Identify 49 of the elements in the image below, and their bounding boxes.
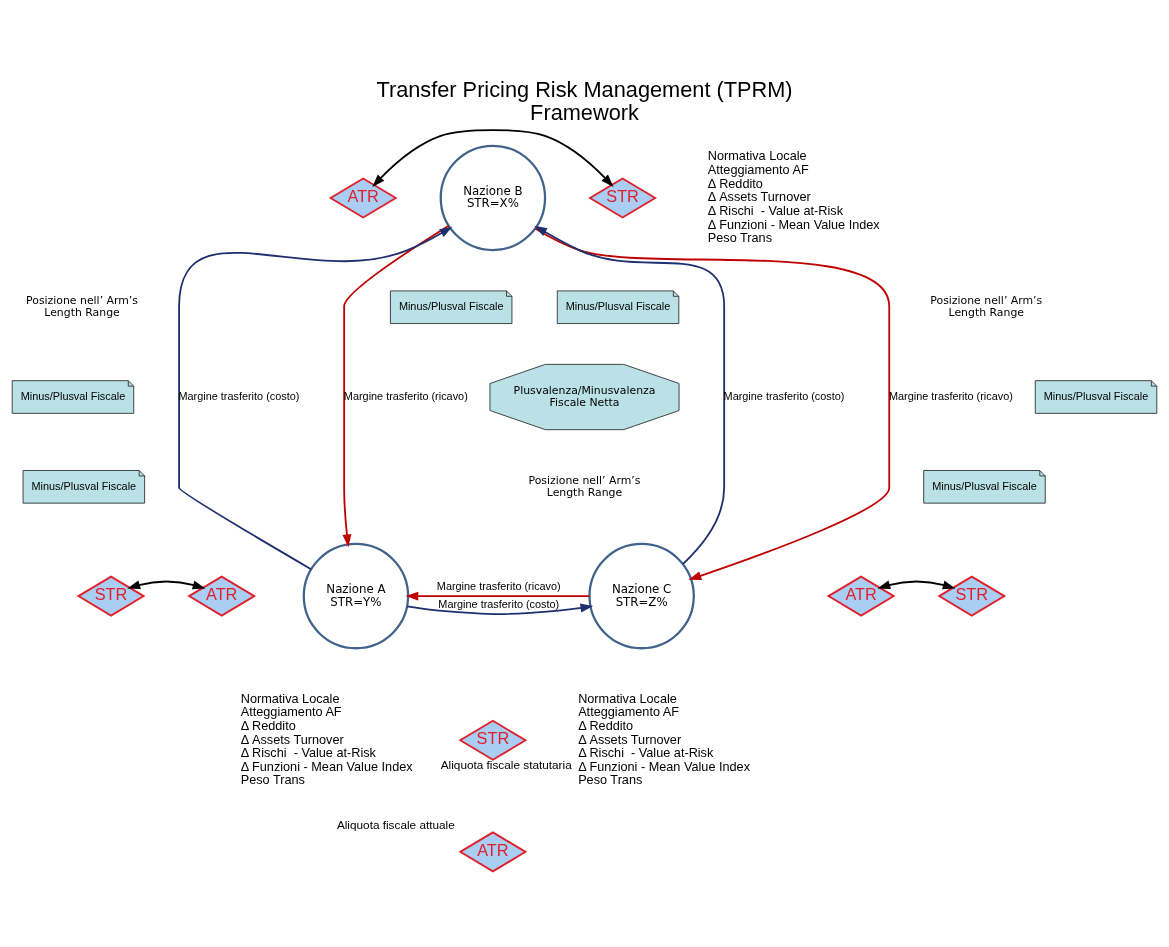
node-label: Normativa Locale bbox=[578, 691, 677, 706]
node-label: Atteggiamento AF bbox=[578, 705, 680, 720]
node-diamond: STR bbox=[76, 575, 146, 617]
node-label: Normativa Locale bbox=[240, 691, 340, 706]
arrow bbox=[406, 603, 594, 615]
node-label: Δ Reddito bbox=[578, 719, 634, 734]
node-label: Δ Reddito bbox=[240, 719, 296, 734]
node-label: Δ Funzioni - Mean Value Index bbox=[240, 759, 413, 774]
node-circle: Nazione C STR=Z% bbox=[588, 542, 695, 650]
node-diamond: ATR bbox=[826, 575, 896, 617]
node-label: Δ Rischi - Value at-Risk bbox=[578, 746, 714, 761]
node-label: Δ Rischi - Value at-Risk bbox=[707, 203, 844, 218]
node-circle: Nazione A STR=Y% bbox=[302, 542, 410, 650]
node-label: Peso Trans bbox=[578, 773, 643, 788]
node-label: Aliquota fiscale statutaria bbox=[440, 758, 572, 772]
node-label: Δ Assets Turnover bbox=[240, 732, 344, 747]
node-diamond: ATR bbox=[187, 575, 257, 617]
arrow bbox=[534, 225, 726, 565]
label: Posizione nell’ Arm’s Length Range bbox=[930, 294, 1043, 319]
arrow bbox=[127, 580, 206, 590]
node-label: Peso Trans bbox=[240, 773, 305, 788]
arrow bbox=[877, 580, 956, 590]
node-diamond: STR bbox=[937, 575, 1007, 617]
edge-label: Margine trasferito (ricavo) bbox=[436, 580, 561, 593]
node-label: Δ Rischi - Value at-Risk bbox=[240, 746, 376, 761]
node-diamond: ATR bbox=[458, 831, 528, 873]
node-diamond: STR bbox=[458, 719, 528, 761]
node-label: Aliquota fiscale attuale bbox=[336, 818, 455, 832]
edge-label: Margine trasferito (ricavo) bbox=[888, 389, 1013, 402]
node-label: Δ Assets Turnover bbox=[578, 732, 682, 747]
node-label: Δ Reddito bbox=[707, 176, 763, 191]
node-diamond: STR bbox=[588, 177, 657, 219]
diagram-title: Transfer Pricing Risk Management (TPRM) Framework bbox=[376, 76, 793, 126]
arrow bbox=[405, 591, 591, 601]
arrow bbox=[342, 224, 450, 548]
node-diamond: ATR bbox=[328, 177, 398, 219]
node-label: Atteggiamento AF bbox=[707, 163, 809, 178]
node-label: Normativa Locale bbox=[707, 149, 807, 164]
node-label: Peso Trans bbox=[707, 231, 773, 246]
arrow bbox=[178, 226, 453, 571]
edge-label: Margine trasferito (costo) bbox=[438, 597, 560, 610]
arrow bbox=[534, 227, 891, 580]
node-label: Δ Funzioni - Mean Value Index bbox=[707, 217, 880, 232]
node-label: Δ Funzioni - Mean Value Index bbox=[578, 759, 751, 774]
node-label: Δ Assets Turnover bbox=[707, 190, 811, 205]
arrow bbox=[372, 129, 614, 187]
label: Posizione nell’ Arm’s Length Range bbox=[528, 473, 641, 499]
node-label: Atteggiamento AF bbox=[240, 705, 342, 720]
label: Posizione nell’ Arm’s Length Range bbox=[26, 294, 138, 319]
